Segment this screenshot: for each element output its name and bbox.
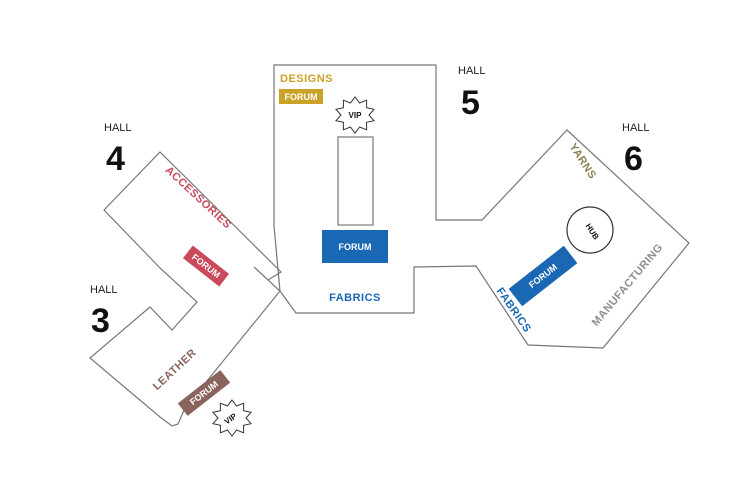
- designs-forum-label: FORUM: [285, 92, 318, 102]
- zone-designs-label: DESIGNS: [280, 73, 333, 85]
- zone-leather-label: LEATHER: [151, 347, 199, 393]
- hall-3-word: HALL: [90, 284, 118, 296]
- hall-6-word: HALL: [622, 122, 650, 134]
- hall-6-number: 6: [624, 140, 643, 178]
- hall-5-number: 5: [461, 84, 480, 122]
- zone-fabrics-center-label: FABRICS: [329, 292, 381, 304]
- center-forum-badge[interactable]: [322, 230, 388, 263]
- hall-4-word: HALL: [104, 122, 132, 134]
- leather-forum-badge[interactable]: [177, 370, 231, 416]
- zone-yarns-label: YARNS: [567, 141, 599, 181]
- center-aisle-block: [337, 136, 374, 226]
- zone-accessories-label: ACCESSORIES: [163, 164, 234, 231]
- hall-3-number: 3: [91, 302, 110, 340]
- right-forum-badge[interactable]: [508, 245, 578, 307]
- hall-4-number: 4: [106, 140, 125, 178]
- vip-top-label: VIP: [349, 111, 363, 120]
- accessories-forum-badge[interactable]: [182, 245, 230, 287]
- designs-forum-badge[interactable]: [279, 89, 323, 104]
- vip-bottom-starburst[interactable]: [212, 399, 252, 437]
- hall-5-word: HALL: [458, 65, 486, 77]
- vip-top-starburst[interactable]: [335, 96, 375, 134]
- hall-5-6-outline: [273, 64, 690, 349]
- center-forum-label: FORUM: [339, 242, 372, 252]
- hall-4-3-outline: [89, 151, 282, 427]
- hub-circle[interactable]: [566, 206, 614, 254]
